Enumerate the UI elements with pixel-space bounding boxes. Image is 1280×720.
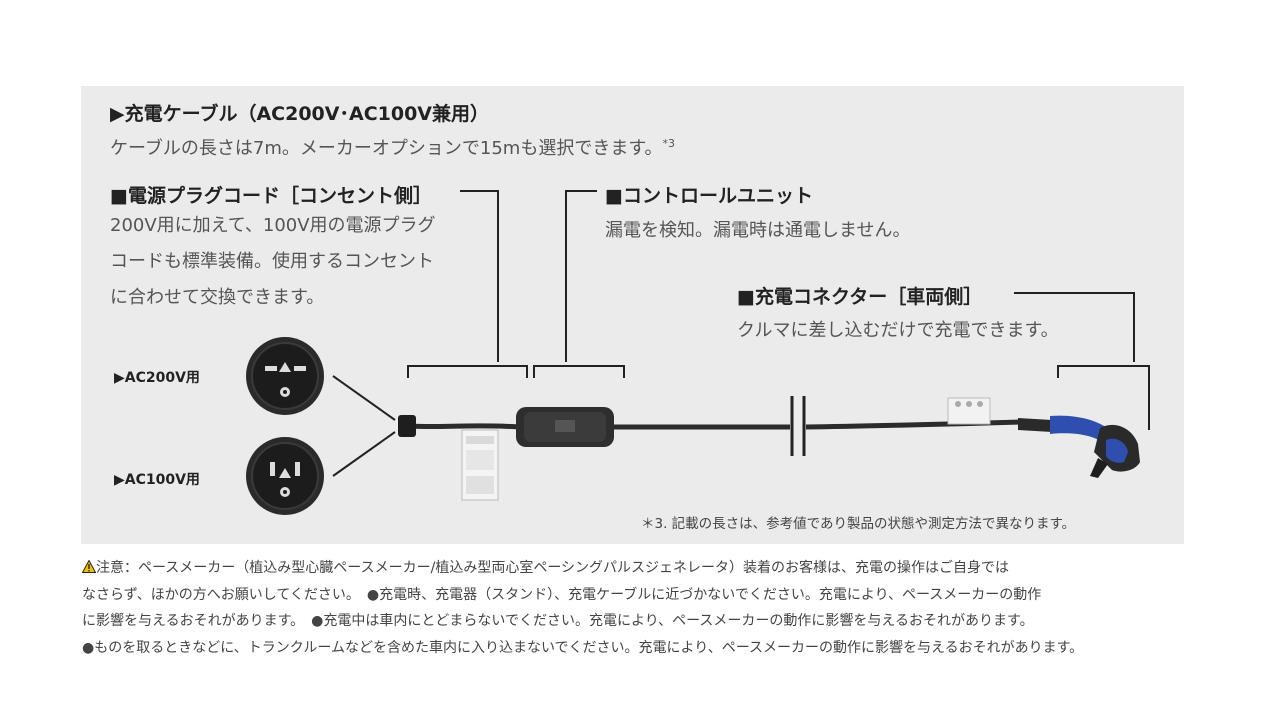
cable-description-text: ケーブルの長さは7m。メーカーオプションで15mも選択できます。 bbox=[110, 138, 663, 159]
warning-line: に影響を与えるおそれがあります。 ●充電中は車内にとどまらないでください。充電に… bbox=[82, 613, 1034, 629]
plug-cord-line: コードも標準装備。使用するコンセント bbox=[110, 251, 434, 272]
connector-title: ■充電コネクター［車両側］ bbox=[737, 286, 983, 308]
warning-line: 注意：ペースメーカー（植込み型心臓ペースメーカー/植込み型両心室ペーシングパルス… bbox=[81, 555, 1192, 582]
plug-cord-line: 200V用に加えて、100V用の電源プラグ bbox=[110, 215, 436, 236]
plug-cord-title: ■電源プラグコード［コンセント側］ bbox=[110, 185, 432, 207]
control-unit-description: 漏電を検知。漏電時は通電しません。 bbox=[605, 220, 911, 241]
plug-cord-description: 200V用に加えて、100V用の電源プラグ コードも標準装備。使用するコンセント… bbox=[110, 208, 436, 316]
cable-title: ▶充電ケーブル（AC200V･AC100V兼用） bbox=[110, 103, 489, 125]
plug-cord-line: に合わせて交換できます。 bbox=[110, 287, 325, 308]
ac100-plug-label: ▶AC100V用 bbox=[114, 472, 200, 488]
warning-text: 注意：ペースメーカー（植込み型心臓ペースメーカー/植込み型両心室ペーシングパルス… bbox=[96, 560, 1010, 576]
control-unit-title: ■コントロールユニット bbox=[605, 185, 813, 207]
footnote-ref: *3 bbox=[662, 137, 676, 150]
ac200-plug-label: ▶AC200V用 bbox=[114, 370, 200, 386]
pacemaker-warning: 注意：ペースメーカー（植込み型心臓ペースメーカー/植込み型両心室ペーシングパルス… bbox=[81, 555, 1192, 661]
length-footnote: ＊3. 記載の長さは、参考値であり製品の状態や測定方法で異なります。 bbox=[641, 516, 1076, 532]
warning-line: なさらず、ほかの方へお願いしてください。 ●充電時、充電器（スタンド）、充電ケー… bbox=[82, 586, 1042, 603]
warning-triangle-icon bbox=[81, 559, 97, 576]
warning-line: ●ものを取るときなどに、トランクルームなどを含めた車内に入り込まないでください。… bbox=[82, 639, 1084, 656]
connector-description: クルマに差し込むだけで充電できます。 bbox=[737, 320, 1059, 341]
cable-description: ケーブルの長さは7m。メーカーオプションで15mも選択できます。*3 bbox=[110, 134, 675, 160]
